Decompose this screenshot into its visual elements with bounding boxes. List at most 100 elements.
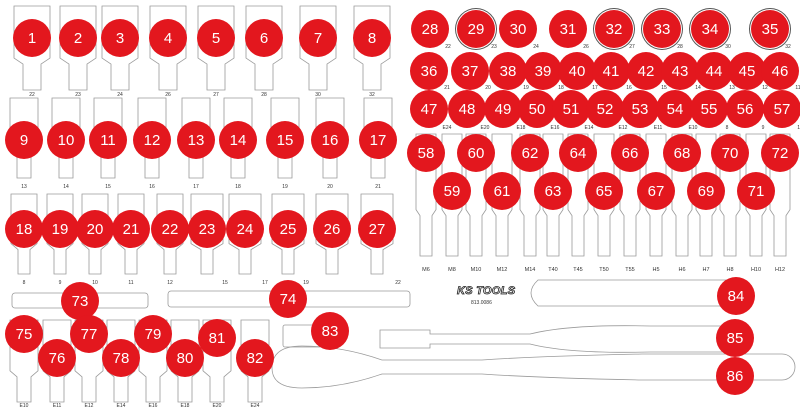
size-label: E24 (250, 403, 260, 409)
position-number-57: 57 (763, 90, 800, 128)
position-number-32: 32 (595, 10, 633, 48)
size-label: E18 (180, 403, 190, 409)
position-number-45: 45 (728, 52, 766, 90)
size-label: E10 (688, 125, 698, 131)
position-number-64: 64 (559, 134, 597, 172)
size-label: H5 (652, 267, 660, 273)
position-number-23: 23 (188, 210, 226, 248)
position-number-4: 4 (149, 19, 187, 57)
size-label: E11 (52, 403, 62, 409)
size-label: E14 (584, 125, 594, 131)
size-label: 28 (261, 92, 267, 98)
position-number-79: 79 (134, 315, 172, 353)
size-label: H10 (750, 267, 762, 273)
socket-slot (271, 193, 305, 275)
size-label: 32 (785, 44, 791, 50)
position-number-42: 42 (627, 52, 665, 90)
size-label: 16 (626, 85, 632, 91)
position-number-28: 28 (411, 10, 449, 48)
position-number-38: 38 (489, 52, 527, 90)
position-number-6: 6 (245, 19, 283, 57)
size-label: 11 (128, 280, 134, 286)
position-number-5: 5 (197, 19, 235, 57)
size-label: E18 (516, 125, 526, 131)
position-number-59: 59 (433, 172, 471, 210)
socket-slot (360, 193, 394, 275)
size-label: 17 (262, 280, 268, 286)
size-label: 23 (75, 92, 81, 98)
position-number-47: 47 (410, 90, 448, 128)
position-number-49: 49 (484, 90, 522, 128)
size-label: 23 (491, 44, 497, 50)
size-label: 17 (592, 85, 598, 91)
size-label: 9 (58, 280, 62, 286)
position-number-41: 41 (592, 52, 630, 90)
socket-slot (59, 5, 97, 91)
position-number-33: 33 (643, 10, 681, 48)
position-number-30: 30 (499, 10, 537, 48)
position-number-37: 37 (451, 52, 489, 90)
position-number-43: 43 (661, 52, 699, 90)
position-number-17: 17 (359, 121, 397, 159)
article-number: 813.0086 (471, 300, 492, 306)
position-number-60: 60 (457, 134, 495, 172)
position-number-48: 48 (448, 90, 486, 128)
ratchet-slot (379, 325, 754, 353)
size-label: 20 (327, 184, 333, 190)
position-number-2: 2 (59, 19, 97, 57)
size-label: 24 (117, 92, 123, 98)
position-number-22: 22 (151, 210, 189, 248)
size-label: 21 (375, 184, 381, 190)
position-number-83: 83 (311, 312, 349, 350)
size-label: 19 (282, 184, 288, 190)
size-label: T40 (548, 267, 558, 273)
socket-slot (149, 5, 187, 91)
size-label: 14 (695, 85, 701, 91)
position-number-9: 9 (5, 121, 43, 159)
position-number-72: 72 (761, 134, 799, 172)
position-number-40: 40 (558, 52, 596, 90)
size-label: T50 (599, 267, 609, 273)
position-number-75: 75 (5, 315, 43, 353)
size-label: H8 (726, 267, 734, 273)
socket-slot (117, 193, 145, 275)
position-number-27: 27 (358, 210, 396, 248)
size-label: 12 (167, 280, 173, 286)
size-label: E12 (618, 125, 628, 131)
position-number-39: 39 (524, 52, 562, 90)
position-number-21: 21 (112, 210, 150, 248)
size-label: 27 (629, 44, 635, 50)
size-label: 8 (22, 280, 26, 286)
socket-slot (353, 5, 391, 91)
position-number-82: 82 (236, 339, 274, 377)
size-label: 15 (222, 280, 228, 286)
size-label: 19 (303, 280, 309, 286)
socket-slot (156, 193, 184, 275)
size-label: M10 (470, 267, 482, 273)
size-label: E16 (148, 403, 158, 409)
size-label: 30 (315, 92, 321, 98)
position-number-13: 13 (177, 121, 215, 159)
position-number-44: 44 (695, 52, 733, 90)
position-number-80: 80 (166, 339, 204, 377)
position-number-35: 35 (751, 10, 789, 48)
size-label: 15 (105, 184, 111, 190)
position-number-11: 11 (89, 121, 127, 159)
position-number-20: 20 (76, 210, 114, 248)
size-label: H6 (678, 267, 686, 273)
size-label: 24 (533, 44, 539, 50)
size-label: E11 (653, 125, 663, 131)
size-label: 27 (213, 92, 219, 98)
position-number-69: 69 (687, 172, 725, 210)
position-number-67: 67 (637, 172, 675, 210)
size-label: 18 (235, 184, 241, 190)
position-number-26: 26 (313, 210, 351, 248)
position-number-53: 53 (621, 90, 659, 128)
position-number-68: 68 (663, 134, 701, 172)
size-label: 22 (395, 280, 401, 286)
position-number-52: 52 (586, 90, 624, 128)
position-number-71: 71 (737, 172, 775, 210)
socket-slot (81, 193, 109, 275)
size-label: 26 (165, 92, 171, 98)
size-label: 20 (485, 85, 491, 91)
